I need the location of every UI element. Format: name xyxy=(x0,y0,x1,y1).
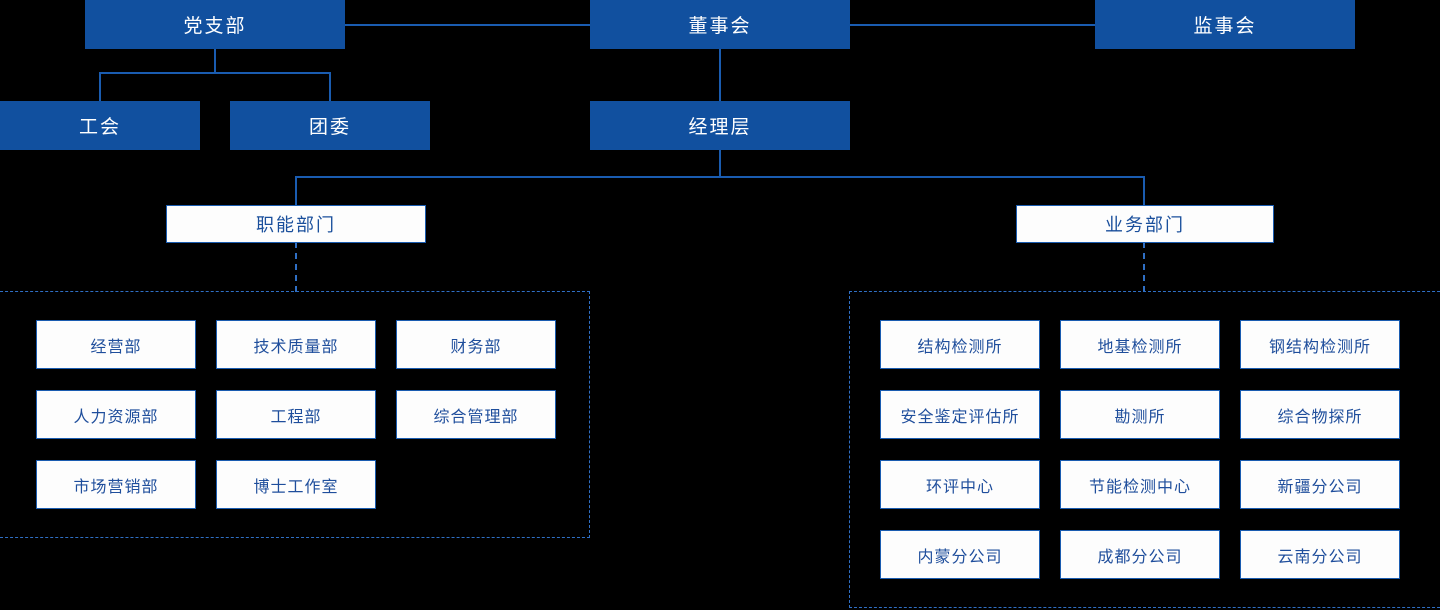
card-business-1[interactable]: 地基检测所 xyxy=(1060,320,1220,369)
card-label: 节能检测中心 xyxy=(1088,478,1191,496)
node-business-departments[interactable]: 业务部门 xyxy=(1016,205,1274,243)
card-functional-3[interactable]: 人力资源部 xyxy=(36,390,196,439)
card-functional-1[interactable]: 技术质量部 xyxy=(216,320,376,369)
node-board-of-directors[interactable]: 董事会 xyxy=(590,0,850,49)
card-label: 综合物探所 xyxy=(1277,408,1363,426)
connector-party-down xyxy=(214,49,216,73)
node-labor-union[interactable]: 工会 xyxy=(0,101,200,150)
connector-to-business-group xyxy=(1143,176,1145,205)
connector-to-youth-league xyxy=(329,72,331,101)
card-label: 人力资源部 xyxy=(73,408,159,426)
card-functional-0[interactable]: 经营部 xyxy=(36,320,196,369)
card-label: 综合管理部 xyxy=(433,408,519,426)
card-business-8[interactable]: 新疆分公司 xyxy=(1240,460,1400,509)
node-labor-union-label: 工会 xyxy=(78,117,121,138)
card-label: 安全鉴定评估所 xyxy=(900,408,1020,426)
node-board-of-directors-label: 董事会 xyxy=(688,16,752,37)
card-functional-6[interactable]: 市场营销部 xyxy=(36,460,196,509)
card-label: 财务部 xyxy=(450,338,502,356)
card-label: 新疆分公司 xyxy=(1277,478,1363,496)
node-party-branch-label: 党支部 xyxy=(183,16,247,37)
card-label: 技术质量部 xyxy=(253,338,339,356)
card-label: 云南分公司 xyxy=(1277,548,1363,566)
card-label: 内蒙分公司 xyxy=(917,548,1003,566)
connector-to-functional-group xyxy=(295,176,297,205)
node-youth-league-label: 团委 xyxy=(308,117,351,138)
card-label: 勘测所 xyxy=(1114,408,1166,426)
card-label: 经营部 xyxy=(90,338,142,356)
card-label: 成都分公司 xyxy=(1097,548,1183,566)
node-management[interactable]: 经理层 xyxy=(590,101,850,150)
connector-party-children-bus xyxy=(99,72,331,74)
card-label: 市场营销部 xyxy=(73,478,159,496)
connector-board-to-supervisors xyxy=(849,24,1096,26)
node-board-of-supervisors[interactable]: 监事会 xyxy=(1095,0,1355,49)
card-label: 博士工作室 xyxy=(253,478,339,496)
functional-departments-grid: 经营部 技术质量部 财务部 人力资源部 工程部 综合管理部 市场营销部 博士工作… xyxy=(36,320,556,509)
card-business-0[interactable]: 结构检测所 xyxy=(880,320,1040,369)
card-label: 地基检测所 xyxy=(1097,338,1183,356)
node-business-departments-label: 业务部门 xyxy=(1105,215,1185,235)
node-youth-league[interactable]: 团委 xyxy=(230,101,430,150)
business-departments-container xyxy=(849,291,1440,608)
node-board-of-supervisors-label: 监事会 xyxy=(1193,16,1257,37)
functional-departments-container xyxy=(0,291,590,538)
node-management-label: 经理层 xyxy=(688,117,752,138)
connector-party-to-board xyxy=(345,24,591,26)
card-label: 环评中心 xyxy=(925,478,994,496)
card-label: 钢结构检测所 xyxy=(1268,338,1371,356)
card-business-3[interactable]: 安全鉴定评估所 xyxy=(880,390,1040,439)
card-business-9[interactable]: 内蒙分公司 xyxy=(880,530,1040,579)
dashed-connector-business xyxy=(1143,242,1145,292)
card-functional-5[interactable]: 综合管理部 xyxy=(396,390,556,439)
connector-groups-bus xyxy=(295,176,1145,178)
card-business-6[interactable]: 环评中心 xyxy=(880,460,1040,509)
card-functional-2[interactable]: 财务部 xyxy=(396,320,556,369)
card-functional-placeholder xyxy=(396,460,556,509)
connector-board-to-management xyxy=(719,49,721,101)
node-functional-departments-label: 职能部门 xyxy=(256,215,336,235)
card-business-4[interactable]: 勘测所 xyxy=(1060,390,1220,439)
card-business-11[interactable]: 云南分公司 xyxy=(1240,530,1400,579)
card-label: 结构检测所 xyxy=(917,338,1003,356)
dashed-connector-functional xyxy=(295,242,297,292)
card-functional-7[interactable]: 博士工作室 xyxy=(216,460,376,509)
connector-management-down xyxy=(719,149,721,177)
business-departments-grid: 结构检测所 地基检测所 钢结构检测所 安全鉴定评估所 勘测所 综合物探所 环评中… xyxy=(880,320,1400,579)
card-label: 工程部 xyxy=(270,408,322,426)
node-functional-departments[interactable]: 职能部门 xyxy=(166,205,426,243)
card-business-5[interactable]: 综合物探所 xyxy=(1240,390,1400,439)
node-party-branch[interactable]: 党支部 xyxy=(85,0,345,49)
card-functional-4[interactable]: 工程部 xyxy=(216,390,376,439)
card-business-7[interactable]: 节能检测中心 xyxy=(1060,460,1220,509)
card-business-10[interactable]: 成都分公司 xyxy=(1060,530,1220,579)
connector-to-labor-union xyxy=(99,72,101,101)
card-business-2[interactable]: 钢结构检测所 xyxy=(1240,320,1400,369)
